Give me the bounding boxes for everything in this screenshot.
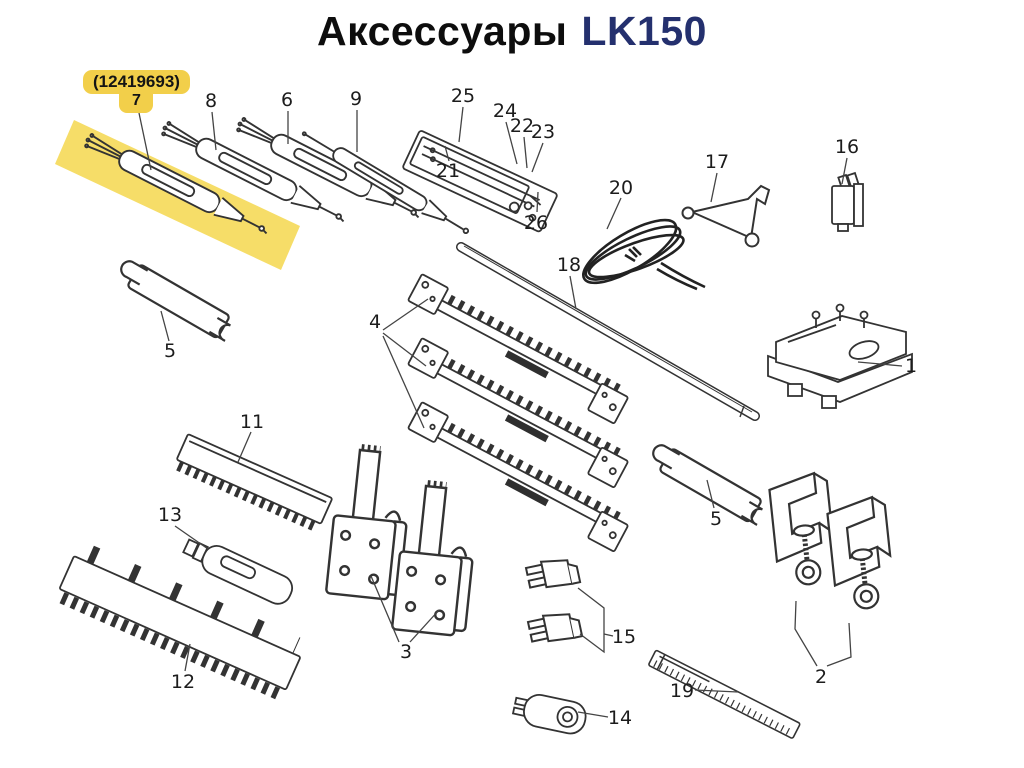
part-17-bracket-drawing <box>681 184 771 248</box>
part-3-weights-drawing <box>326 445 480 636</box>
part-label-21[interactable]: 21 <box>435 160 461 182</box>
part-label-23[interactable]: 23 <box>530 121 556 143</box>
part-label-2[interactable]: 2 <box>814 666 828 688</box>
part-11-comb-drawing <box>176 433 333 532</box>
part-label-16[interactable]: 16 <box>834 136 860 158</box>
part-5a-drawing <box>113 255 239 344</box>
part-label-3[interactable]: 3 <box>399 641 413 663</box>
part-label-4[interactable]: 4 <box>368 311 382 333</box>
part-1-drawing <box>767 303 913 409</box>
part-label-8[interactable]: 8 <box>204 90 218 112</box>
part-20-cord-drawing <box>582 218 706 291</box>
page-title: Аксессуары LK150 <box>0 8 1024 55</box>
part-label-5a[interactable]: 5 <box>163 340 177 362</box>
part-19-ruler-drawing <box>648 649 801 739</box>
part-label-11[interactable]: 11 <box>239 411 265 433</box>
part-label-18[interactable]: 18 <box>556 254 582 276</box>
part-label-1[interactable]: 1 <box>904 355 918 377</box>
part-label-12[interactable]: 12 <box>170 671 196 693</box>
part-code-label: (12419693) <box>83 70 190 94</box>
part-label-9[interactable]: 9 <box>349 88 363 110</box>
part-label-7: 7 <box>119 91 154 113</box>
title-text: Аксессуары <box>317 8 568 54</box>
part-label-5b[interactable]: 5 <box>709 508 723 530</box>
part-label-22[interactable]: 22 <box>509 115 535 137</box>
part-12-comb-drawing <box>59 545 301 701</box>
part-label-26[interactable]: 26 <box>523 212 549 234</box>
part-label-19[interactable]: 19 <box>669 680 695 702</box>
highlighted-part-callout[interactable]: (12419693) 7 <box>83 70 190 113</box>
part-label-17[interactable]: 17 <box>704 151 730 173</box>
part-13-bottle-drawing <box>182 538 294 605</box>
part-label-13[interactable]: 13 <box>157 504 183 526</box>
part-label-14[interactable]: 14 <box>607 707 633 729</box>
title-model: LK150 <box>581 8 707 54</box>
part-14-drawing <box>511 693 587 735</box>
leader-lines <box>138 106 903 718</box>
part-label-15[interactable]: 15 <box>611 626 637 648</box>
part-label-20[interactable]: 20 <box>608 177 634 199</box>
part-26-tray-drawing <box>402 130 558 233</box>
part-16-block-drawing <box>831 171 864 232</box>
part-label-24[interactable]: 24 <box>492 100 518 122</box>
part-2-clamps-drawing <box>768 472 895 611</box>
part-15-clips-drawing <box>524 553 584 648</box>
part-label-25[interactable]: 25 <box>450 85 476 107</box>
part-label-6[interactable]: 6 <box>280 89 294 111</box>
part-18-rod-drawing <box>456 242 760 421</box>
